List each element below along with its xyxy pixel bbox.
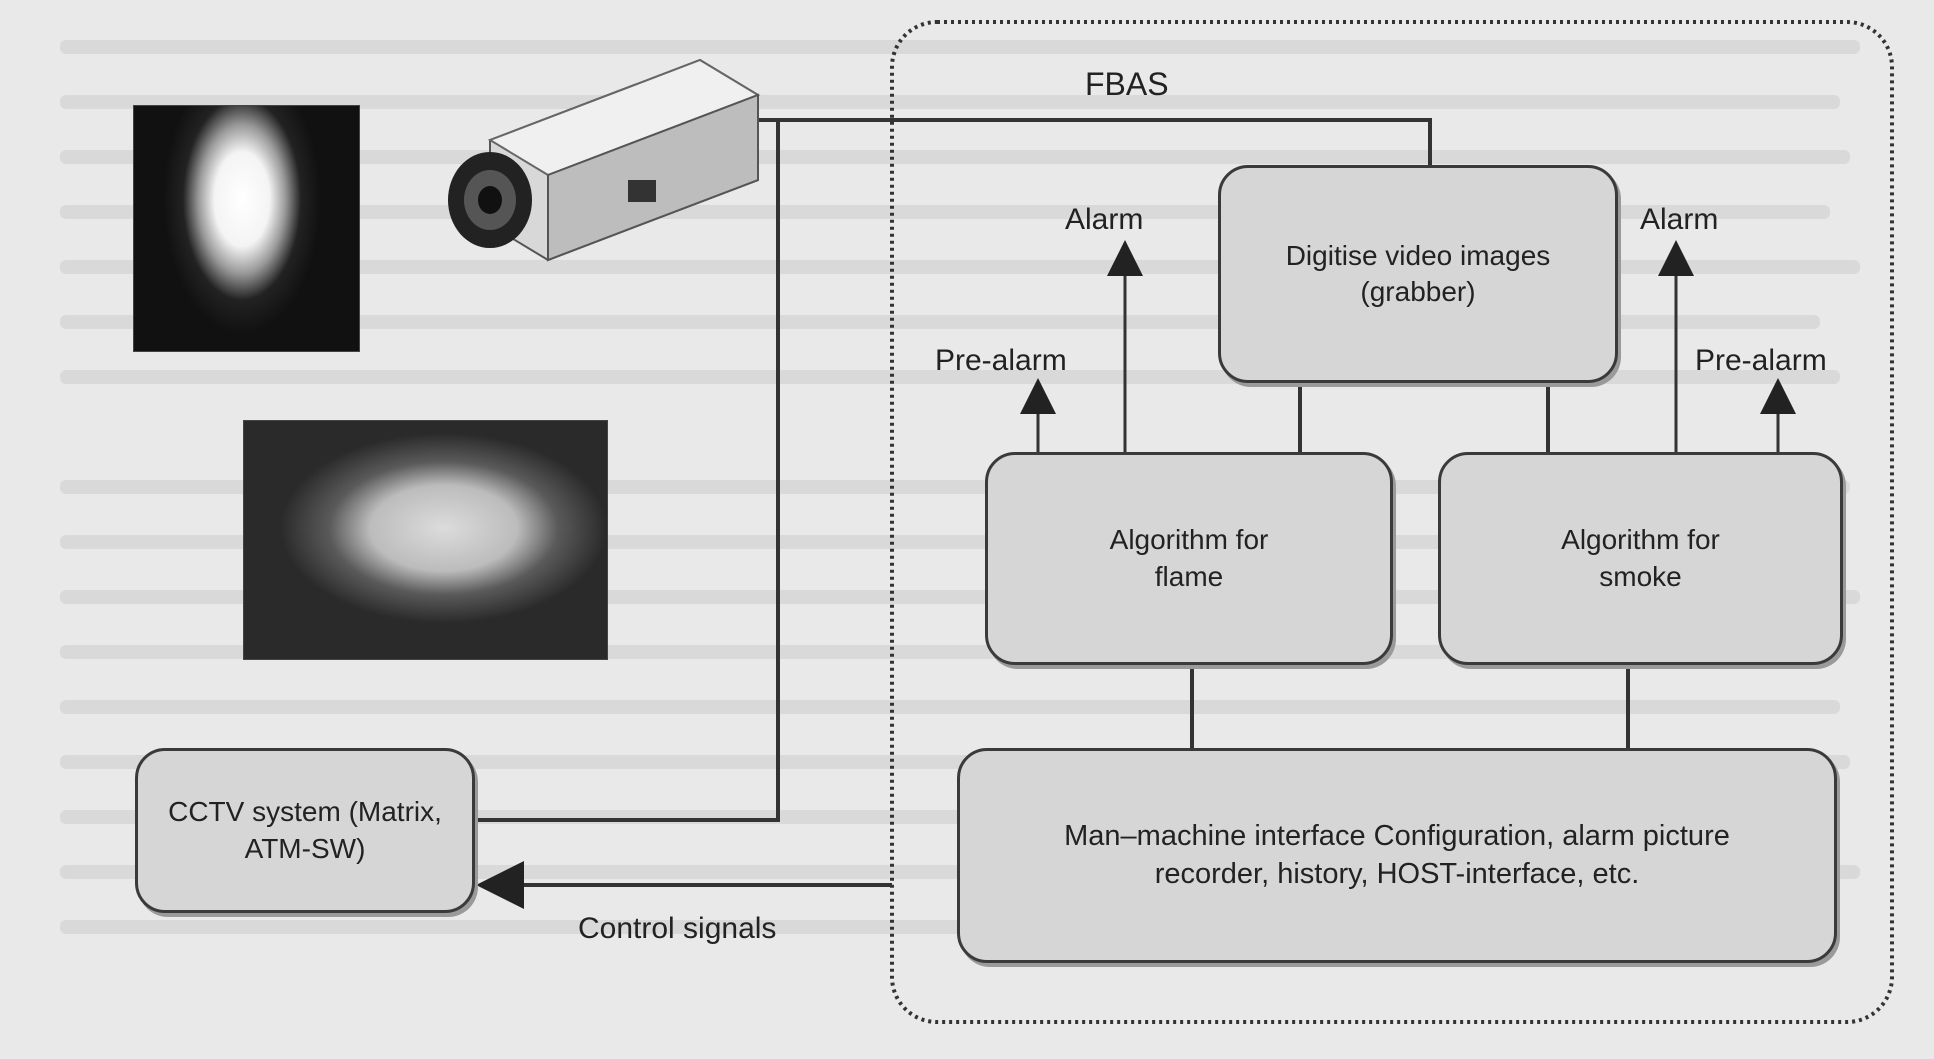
grabber-box: Digitise video images (grabber) (1218, 165, 1618, 383)
prealarm-right-label: Pre-alarm (1695, 344, 1827, 377)
smoke-algorithm-box: Algorithm for smoke (1438, 452, 1843, 665)
camera-icon (448, 58, 761, 262)
flame-photo (133, 105, 360, 352)
alarm-left-label: Alarm (1065, 203, 1144, 236)
flame-algorithm-box: Algorithm for flame (985, 452, 1393, 665)
prealarm-left-label: Pre-alarm (935, 344, 1067, 377)
man-machine-interface-box: Man–machine interface Configuration, ala… (957, 748, 1837, 963)
fbas-label: FBAS (1085, 66, 1169, 102)
camera-to-cctv-line (476, 120, 780, 822)
alarm-right-label: Alarm (1640, 203, 1719, 236)
fbas-boundary (890, 20, 1894, 1024)
cctv-system-box: CCTV system (Matrix, ATM-SW) (135, 748, 475, 913)
control-signals-label: Control signals (578, 912, 777, 945)
smoke-photo (243, 420, 608, 660)
camera-to-grabber-line (758, 118, 1432, 170)
